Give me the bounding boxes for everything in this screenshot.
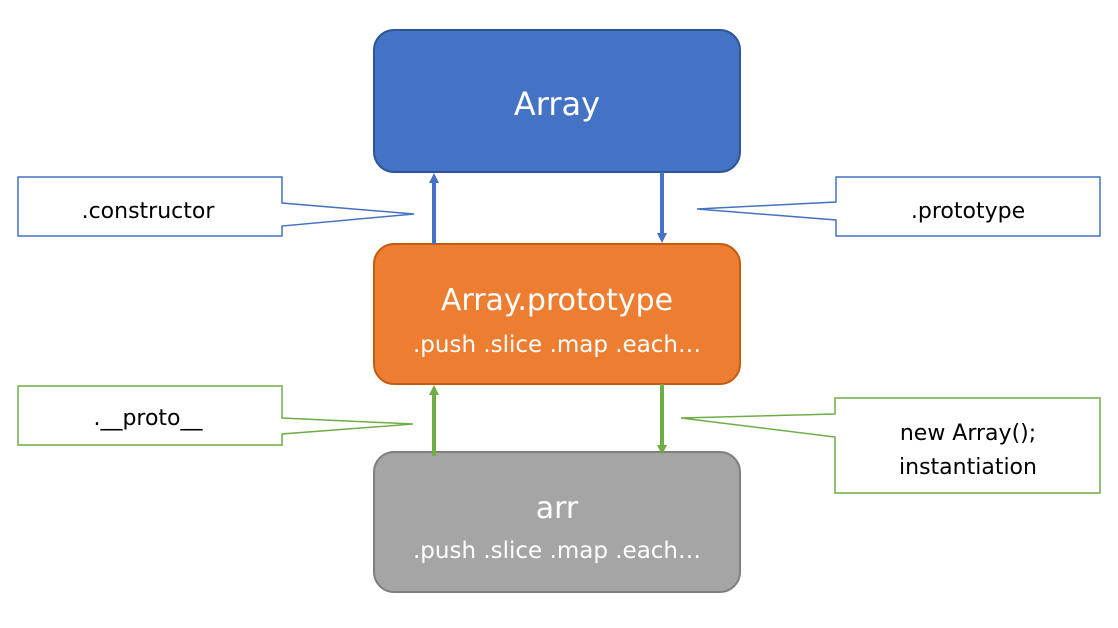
callout-constructor-shape — [17, 176, 415, 237]
callout-constructor-label: .constructor — [82, 199, 216, 224]
node-prototype: Array.prototype .push .slice .map .each… — [373, 243, 741, 385]
node-arr-title: arr — [536, 491, 579, 526]
node-array-title: Array — [514, 85, 600, 123]
node-prototype-box — [373, 243, 741, 385]
callout-constructor: .constructor — [17, 176, 415, 237]
callout-instantiation-line2: instantiation — [899, 455, 1037, 480]
callout-instantiation: new Array(); instantiation — [680, 397, 1101, 494]
callout-proto-shape — [17, 385, 414, 446]
callout-instantiation-shape — [680, 397, 1101, 494]
node-arr: arr .push .slice .map .each… — [373, 451, 741, 593]
callout-proto-label: .__proto__ — [93, 406, 203, 431]
node-array: Array — [373, 29, 741, 173]
node-prototype-methods: .push .slice .map .each… — [413, 332, 701, 358]
node-arr-methods: .push .slice .map .each… — [413, 538, 701, 564]
callout-proto: .__proto__ — [17, 385, 414, 446]
callout-prototype: .prototype — [696, 176, 1101, 237]
node-prototype-title: Array.prototype — [441, 283, 673, 318]
callout-instantiation-line1: new Array(); — [900, 421, 1036, 446]
callout-prototype-shape — [696, 176, 1101, 237]
node-arr-box — [373, 451, 741, 593]
callout-prototype-label: .prototype — [911, 199, 1025, 224]
node-array-box — [373, 29, 741, 173]
